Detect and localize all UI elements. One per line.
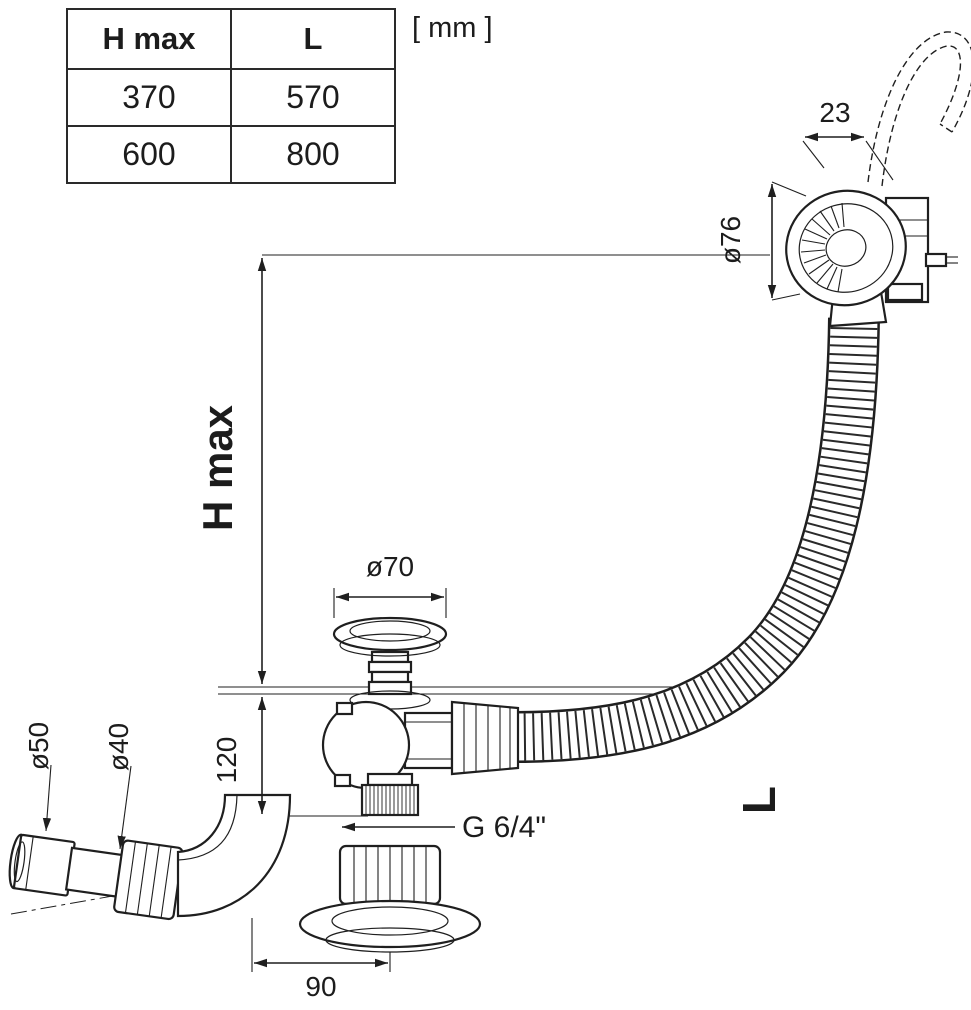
- dim-76: ø76: [715, 181, 807, 301]
- dia-70-label: ø70: [366, 551, 414, 582]
- tee-clip-top: [335, 701, 354, 716]
- thread-label: G 6/4": [462, 811, 546, 844]
- dimension-table: H max L 370 570 600 800: [66, 8, 396, 184]
- elbow-nut: [113, 839, 184, 921]
- overflow-grille: [800, 202, 845, 293]
- trap-flange: [298, 899, 482, 949]
- overflow-cable: [867, 31, 971, 187]
- dim-23-label: 23: [819, 97, 850, 128]
- dia-40-label: ø40: [103, 723, 134, 771]
- cable-screw: [924, 252, 948, 268]
- length-label-group: L: [733, 786, 785, 814]
- dia-50-callout: ø50: [23, 722, 54, 832]
- thread-callout: G 6/4": [342, 811, 546, 844]
- tee-outlet: [403, 711, 454, 770]
- overflow-cap: [785, 189, 907, 307]
- reference-lines: [218, 254, 770, 817]
- hose-nut: [450, 700, 520, 776]
- length-label: L: [733, 786, 785, 814]
- dia-76-label: ø76: [715, 216, 746, 264]
- dim-23: 23: [802, 97, 894, 181]
- flexible-hose: [514, 317, 880, 763]
- elbow-outlet: [8, 793, 292, 921]
- side-pipe: [8, 833, 184, 921]
- tee-clip-bottom: [333, 773, 352, 788]
- table-header-row: H max L: [66, 8, 396, 70]
- dim-90: 90: [251, 918, 391, 1002]
- plug-assembly: [332, 616, 448, 710]
- pipe-d40: [64, 846, 125, 898]
- cell-hmax-370: 370: [66, 68, 232, 127]
- units-label: [ mm ]: [412, 12, 493, 44]
- table-header-hmax: H max: [66, 8, 232, 70]
- dim-70: ø70: [333, 551, 447, 618]
- elbow-body: [176, 793, 292, 918]
- dia-40-callout: ø40: [103, 723, 134, 850]
- dia-50-label: ø50: [23, 722, 54, 770]
- dim-120-label: 120: [211, 737, 242, 784]
- table-row: 370 570: [66, 68, 396, 127]
- dim-hmax: H max: [194, 258, 267, 684]
- dim-90-label: 90: [305, 971, 336, 1002]
- dim-120: 120: [211, 697, 267, 814]
- cell-hmax-600: 600: [66, 125, 232, 184]
- drain-tee: [321, 700, 520, 817]
- bottom-nut-flange: [298, 844, 482, 953]
- table-row: 600 800: [66, 125, 396, 184]
- cell-l-800: 800: [230, 125, 396, 184]
- table-header-l: L: [230, 8, 396, 70]
- cell-l-570: 570: [230, 68, 396, 127]
- hmax-label: H max: [194, 404, 241, 531]
- overflow-assembly: [785, 189, 958, 328]
